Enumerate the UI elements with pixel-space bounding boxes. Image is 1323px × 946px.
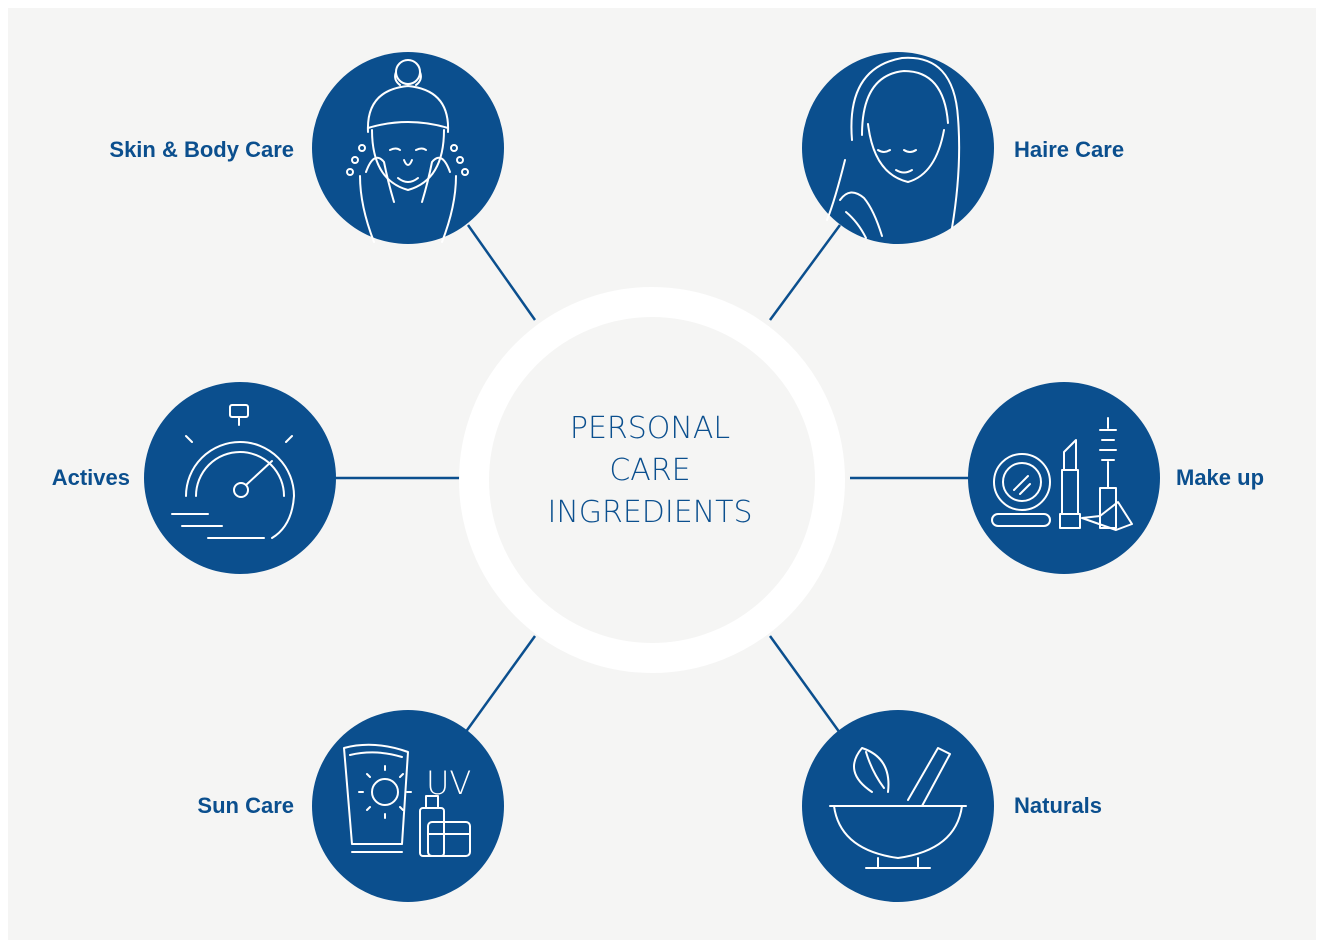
makeup-kit-icon	[991, 417, 1133, 531]
hub-ring	[459, 287, 845, 673]
face-washing-icon	[346, 59, 469, 243]
connector-skin-body-care	[466, 224, 537, 321]
label-hair-care: Haire Care	[1014, 137, 1125, 162]
node-skin-body-care	[312, 52, 504, 244]
connector-naturals	[768, 635, 842, 734]
label-sun-care: Sun Care	[197, 793, 294, 818]
hub-title-line: PERSONAL	[569, 411, 731, 446]
hub-title: PERSONAL CARE INGREDIENTS	[490, 408, 810, 534]
label-make-up: Make up	[1176, 465, 1265, 490]
connector-sun-care	[463, 635, 537, 734]
uv-text: UV	[426, 764, 471, 802]
node-hair-care	[802, 52, 994, 244]
label-actives: Actives	[51, 465, 130, 490]
node-make-up	[968, 382, 1160, 574]
label-naturals: Naturals	[1014, 793, 1103, 818]
connector-hair-care	[768, 224, 842, 321]
node-naturals	[802, 710, 994, 902]
stopwatch-icon	[171, 404, 295, 539]
label-skin-body-care: Skin & Body Care	[109, 137, 294, 162]
node-sun-care: UV	[312, 710, 504, 902]
hair-care-icon	[826, 56, 961, 239]
hub-title-line: CARE	[609, 453, 691, 488]
node-actives	[144, 382, 336, 574]
mortar-pestle-leaf-icon	[829, 747, 967, 869]
hub-title-line: INGREDIENTS	[547, 495, 753, 530]
sunscreen-uv-icon	[343, 743, 471, 857]
